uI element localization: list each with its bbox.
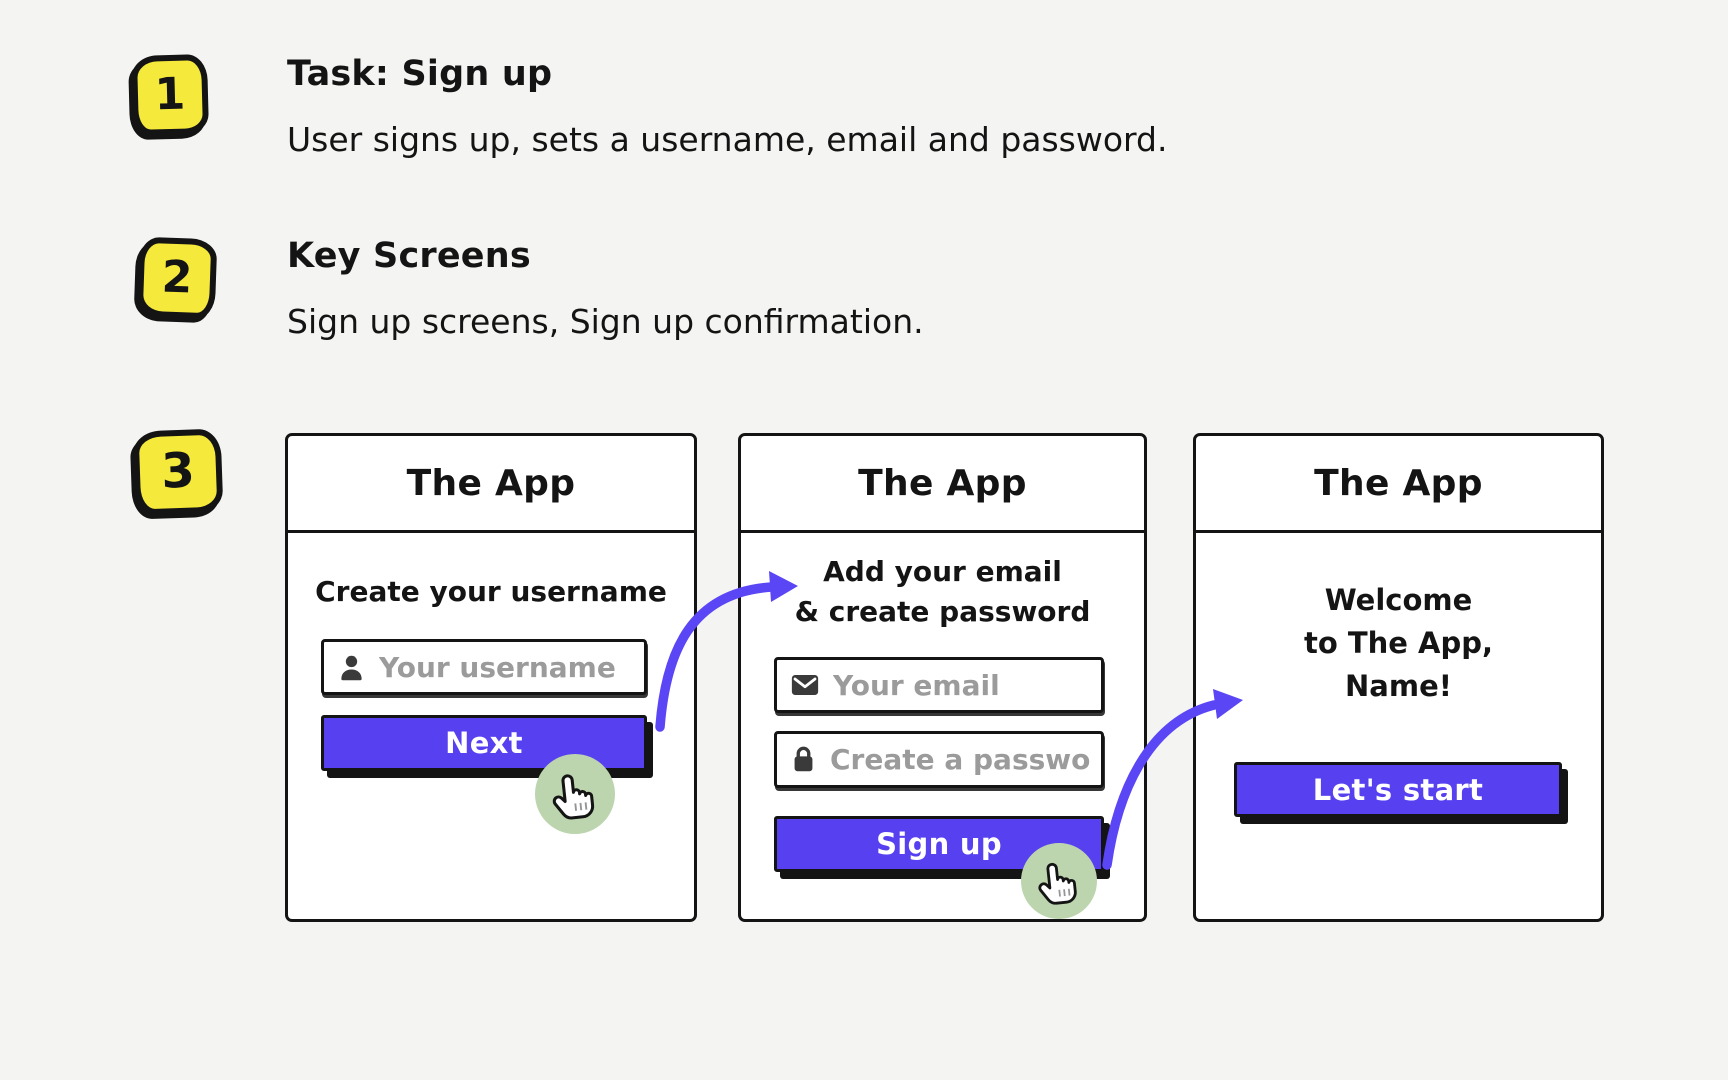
step-3-number: 3 bbox=[160, 442, 196, 500]
app-header: The App bbox=[288, 436, 694, 533]
lets-start-button[interactable]: Let's start bbox=[1234, 762, 1562, 817]
screen-caption: Welcome to The App, Name! bbox=[1196, 579, 1601, 708]
step-1-number: 1 bbox=[153, 68, 186, 120]
app-title: The App bbox=[1314, 462, 1483, 504]
user-icon bbox=[341, 655, 362, 680]
caption-line: to The App, bbox=[1303, 626, 1494, 660]
screen-caption: Create your username bbox=[288, 572, 694, 612]
email-field[interactable] bbox=[774, 657, 1104, 713]
mail-icon bbox=[791, 675, 819, 695]
step-3-badge: 3 bbox=[132, 428, 224, 516]
caption-line: Name! bbox=[1345, 669, 1452, 703]
screen-caption: Add your email & create password bbox=[741, 552, 1144, 632]
email-input[interactable] bbox=[833, 668, 1091, 702]
wireframe-screen-welcome: The App Welcome to The App, Name! Let's … bbox=[1193, 433, 1604, 922]
wireframe-screen-email-password: The App Add your email & create password… bbox=[738, 433, 1147, 922]
username-input[interactable] bbox=[379, 650, 634, 684]
wireframe-screen-username: The App Create your username Next bbox=[285, 433, 697, 922]
password-input[interactable] bbox=[830, 743, 1091, 776]
caption-line: Welcome bbox=[1324, 583, 1473, 617]
caption-line: Add your email bbox=[823, 555, 1062, 588]
caption-line: & create password bbox=[794, 595, 1091, 628]
step-2-badge: 2 bbox=[136, 236, 218, 320]
next-button[interactable]: Next bbox=[321, 715, 647, 771]
lock-icon bbox=[794, 746, 813, 772]
step-1-badge: 1 bbox=[130, 54, 210, 136]
step-1-description: User signs up, sets a username, email an… bbox=[287, 120, 1168, 159]
cursor-click-icon bbox=[535, 754, 615, 834]
username-field[interactable] bbox=[321, 639, 647, 695]
app-title: The App bbox=[858, 462, 1027, 504]
step-2-description: Sign up screens, Sign up confirmation. bbox=[287, 302, 924, 341]
app-header: The App bbox=[1196, 436, 1601, 533]
step-1-title: Task: Sign up bbox=[287, 54, 553, 94]
app-title: The App bbox=[406, 462, 576, 504]
caption-line: Create your username bbox=[315, 575, 667, 608]
password-field[interactable] bbox=[774, 731, 1104, 788]
app-header: The App bbox=[741, 436, 1144, 533]
step-2-title: Key Screens bbox=[287, 236, 531, 276]
cursor-click-icon bbox=[1021, 843, 1097, 919]
step-2-number: 2 bbox=[160, 250, 194, 304]
